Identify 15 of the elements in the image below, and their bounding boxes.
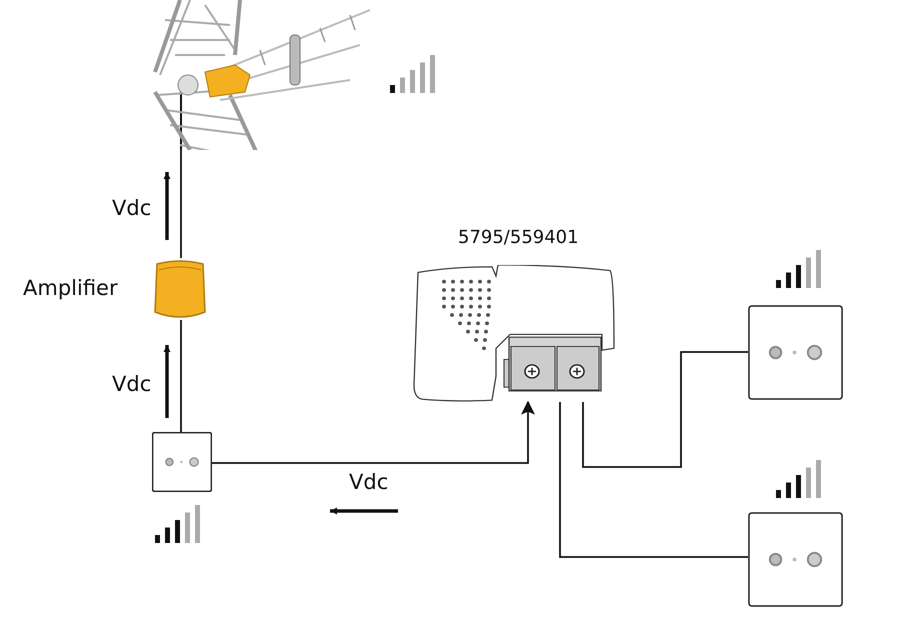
cable-arrow — [212, 400, 535, 464]
amplifier-drawing — [153, 258, 207, 320]
cable-line — [180, 320, 182, 432]
voltage-label: Vdc — [112, 374, 152, 395]
cable-line — [559, 402, 748, 558]
voltage-label: Vdc — [112, 198, 152, 219]
model-number: 5795/559401 — [458, 229, 579, 247]
device-caption: Amplifier — [23, 278, 118, 299]
wall-socket — [748, 305, 843, 400]
cable-line — [180, 150, 182, 258]
wall-socket — [748, 512, 843, 607]
voltage-label: Vdc — [349, 472, 388, 493]
wall-socket — [152, 432, 212, 492]
cable-line — [582, 351, 748, 468]
power-supply-drawing — [412, 265, 615, 402]
